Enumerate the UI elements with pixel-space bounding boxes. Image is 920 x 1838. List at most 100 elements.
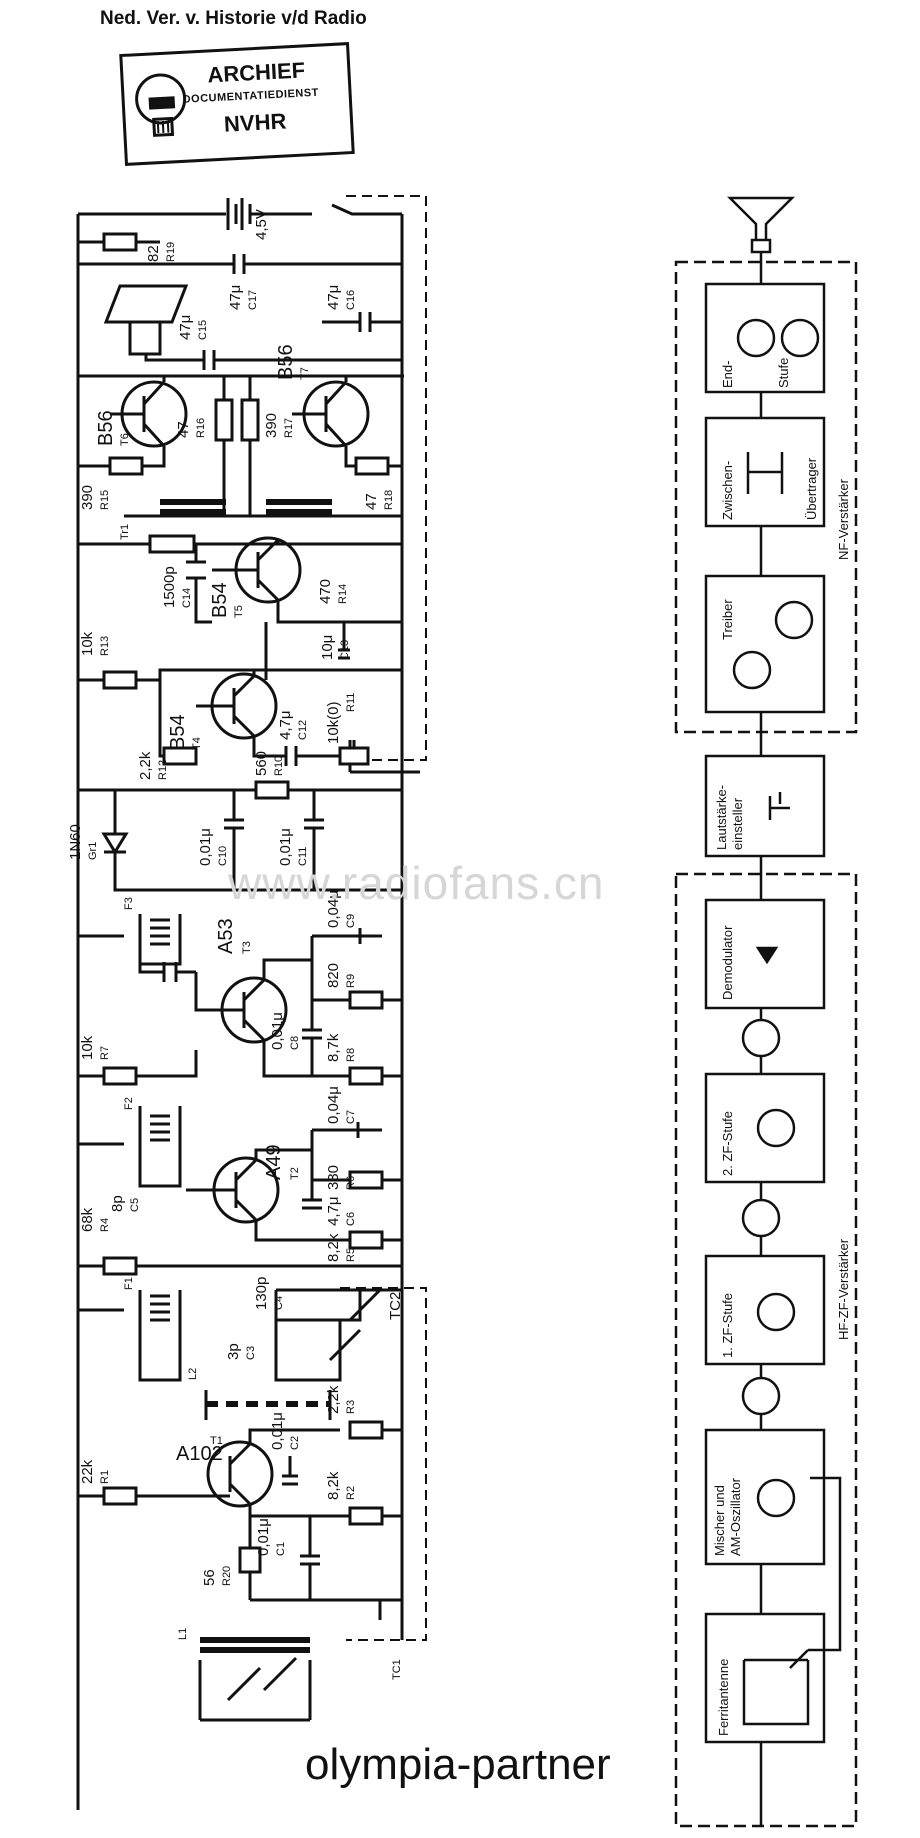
nf-amplifier-group [674, 260, 858, 734]
label-r9-ref: R9 [345, 974, 357, 988]
label-zf2: 2. ZF-Stufe [720, 1111, 735, 1176]
label-nf-verstaerker: NF-Verstärker [836, 478, 851, 560]
block-end-stufe [704, 282, 826, 394]
label-r11-ref: R11 [345, 693, 357, 712]
label-r3: 2,2k [325, 1385, 342, 1414]
label-r16-ref: R16 [195, 418, 207, 438]
resistor-r19 [102, 232, 138, 252]
label-c5-ref: C5 [129, 1198, 141, 1212]
label-c11: 0,01μ [277, 828, 294, 866]
resistor-r17 [240, 398, 260, 442]
loudspeaker-icon [726, 196, 796, 254]
label-tc2: TC2 [387, 1292, 404, 1320]
label-r4: 68k [79, 1207, 96, 1232]
label-c7b: 0,04μ [325, 1086, 342, 1124]
label-t1-ref: T1 [210, 1435, 223, 1447]
label-c4: 130p [253, 1277, 270, 1310]
transistor-icon [736, 318, 776, 358]
label-demodulator: Demodulator [720, 925, 735, 1000]
resistor-r3 [348, 1420, 384, 1440]
resistor-r9 [348, 990, 384, 1010]
battery-line [78, 203, 402, 216]
label-tr1: Tr1 [119, 524, 131, 540]
label-lautstaerke: Lautstärke- [714, 785, 729, 850]
label-t2: A49 [263, 1144, 285, 1180]
ferrite-coil-icon [742, 1649, 810, 1726]
label-t7-ref: T7 [299, 367, 311, 380]
label-r20: 56 [201, 1569, 218, 1586]
diode-icon [755, 946, 779, 965]
label-t7: B56 [275, 344, 297, 380]
label-r20-ref: R20 [221, 1566, 233, 1586]
label-c15-ref: C15 [197, 320, 209, 340]
label-c2-ref: C2 [289, 1436, 301, 1450]
label-c6: 4,7μ [325, 1197, 342, 1227]
coupling-circle-3 [741, 1376, 781, 1416]
resistor-r10 [254, 780, 290, 800]
transistor-icon [756, 1292, 796, 1332]
label-c9: 0,04μ [325, 890, 342, 928]
label-c5: 8p [109, 1195, 126, 1212]
resistor-r11 [338, 746, 370, 766]
label-t2-ref: T2 [289, 1167, 301, 1180]
label-c11-ref: C11 [297, 847, 309, 866]
resistor-r12 [162, 746, 198, 766]
archive-header: Ned. Ver. v. Historie v/d Radio [100, 8, 367, 29]
block-lautstaerke [704, 754, 826, 858]
transistor-t1 [206, 1440, 274, 1508]
watermark: www.radiofans.cn [228, 857, 605, 909]
label-l1: L1 [177, 1628, 189, 1640]
label-r18: 47 [363, 493, 380, 510]
block-zf2 [704, 1072, 826, 1184]
label-f2: F2 [123, 1097, 135, 1110]
label-c8: 0,01μ [269, 1012, 286, 1050]
block-zf1 [704, 1254, 826, 1366]
label-f3: F3 [123, 897, 135, 910]
label-c14: 1500p [161, 566, 178, 608]
label-c8-ref: C8 [289, 1036, 301, 1050]
archive-stamp: ARCHIEF DOCUMENTATIEDIENST NVHR [119, 42, 355, 166]
label-c2: 0,01μ [269, 1412, 286, 1450]
label-r8-ref: R8 [345, 1048, 357, 1062]
label-r2-ref: R2 [345, 1486, 357, 1500]
label-am-oszillator: AM-Oszillator [728, 1477, 743, 1556]
label-t1: A102 [176, 1443, 223, 1465]
potentiometer-icon [768, 792, 790, 820]
resistor-r13 [102, 670, 138, 690]
label-r3-ref: R3 [345, 1400, 357, 1414]
label-c13: 10μ [319, 635, 336, 660]
block-mischer [704, 1428, 826, 1566]
label-t5: B54 [209, 582, 231, 618]
resistor-r1 [102, 1486, 138, 1506]
label-r10-ref: R10 [273, 756, 285, 776]
label-c1: 0,01μ [255, 1518, 272, 1556]
transformer-icon [746, 452, 784, 494]
resistor-r15 [108, 456, 144, 476]
label-r7-ref: R7 [99, 1046, 111, 1060]
coupling-circle-2 [741, 1198, 781, 1238]
label-r18-ref: R18 [383, 490, 395, 510]
label-r15-ref: R15 [99, 490, 111, 510]
block-treiber [704, 574, 826, 714]
hf-zf-amplifier-group [674, 872, 858, 1828]
label-c10-ref: C10 [217, 846, 229, 866]
label-hf-zf: HF-ZF-Verstärker [836, 1238, 851, 1340]
label-r1-ref: R1 [99, 1470, 111, 1484]
label-stufe: Stufe [776, 358, 791, 388]
resistor-r7 [102, 1066, 138, 1086]
label-c12: 4,7μ [277, 711, 294, 741]
label-r19: 82 [145, 245, 162, 262]
label-c15: 47μ [177, 315, 194, 340]
label-r13: 10k [79, 631, 96, 656]
label-zwischen: Zwischen- [720, 461, 735, 520]
battery-label: 4,5V [253, 209, 270, 240]
label-r11: 10k(0) [325, 701, 342, 744]
label-zf1: 1. ZF-Stufe [720, 1293, 735, 1358]
label-uebertrager: Übertrager [804, 457, 819, 520]
label-r7: 10k [79, 1035, 96, 1060]
label-c6-ref: C6 [345, 1212, 357, 1226]
label-r9: 820 [325, 963, 342, 988]
label-r6: 330 [325, 1165, 342, 1190]
label-r6-ref: R6 [345, 1176, 357, 1190]
